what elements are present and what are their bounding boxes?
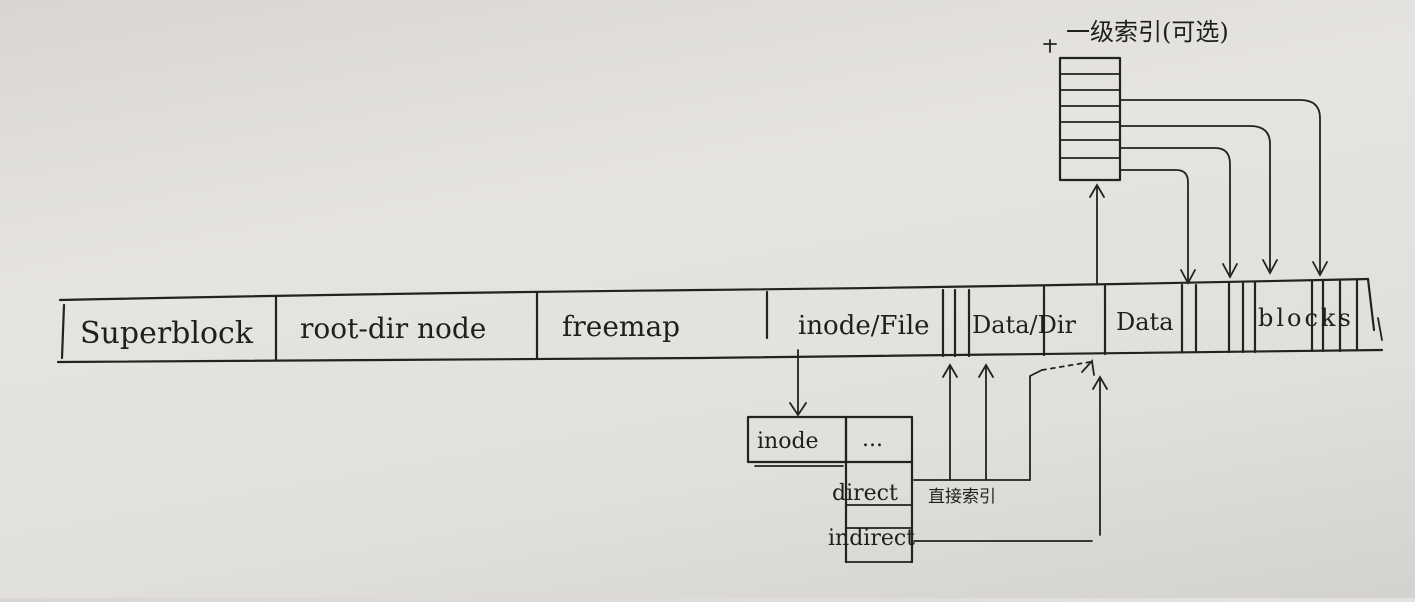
indirect-pointer-arrow bbox=[913, 375, 1108, 542]
direct-index-note: 直接索引 bbox=[928, 487, 996, 507]
segment-blocks: blocks bbox=[1258, 304, 1354, 332]
disk-layout-bar bbox=[56, 277, 1384, 364]
disk-bar-left-edge bbox=[60, 303, 66, 360]
segment-root-dir-node: root-dir node bbox=[300, 312, 486, 345]
segment-data: Data bbox=[1116, 308, 1174, 336]
inode-header-label: inode bbox=[757, 429, 819, 454]
disk-bar-top-edge bbox=[58, 277, 1370, 302]
index-to-blocks-arrows bbox=[1119, 99, 1328, 285]
inode-ellipsis-cell bbox=[844, 415, 914, 464]
segment-superblock: Superblock bbox=[80, 316, 254, 351]
direct-pointer-arrows bbox=[913, 358, 1095, 481]
segment-freemap: freemap bbox=[562, 310, 680, 343]
first-level-index-table bbox=[1043, 39, 1122, 182]
index-table-box bbox=[1058, 56, 1122, 182]
inode-ellipsis: ... bbox=[862, 427, 883, 452]
index-table-label: 一级索引(可选) bbox=[1066, 18, 1229, 46]
index-table-link bbox=[1089, 183, 1105, 285]
indirect-label: indirect bbox=[828, 526, 915, 551]
disk-bar-bottom-edge bbox=[56, 348, 1384, 364]
segment-inode-file: inode/File bbox=[798, 311, 930, 341]
disk-bar-right-edge bbox=[1366, 277, 1376, 332]
inode-struct bbox=[746, 415, 914, 564]
direct-label: direct bbox=[832, 481, 898, 506]
segment-data-dir: Data/Dir bbox=[972, 311, 1077, 339]
inode-pointer-arrow bbox=[789, 349, 807, 417]
